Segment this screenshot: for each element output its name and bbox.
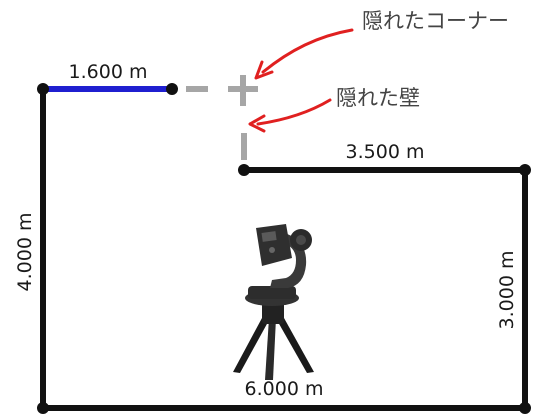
tripod-leg-right [278,318,314,373]
arrow-hidden-corner-head [254,60,274,80]
arrow-hidden-wall-head [248,114,266,133]
laser-device-screen [261,231,277,242]
label-bottom-wall: 6.000 m [245,378,324,400]
walls [40,86,528,411]
corner-point [519,402,531,414]
corner-point [519,164,531,176]
corner-points [37,83,531,414]
label-inner-top-wall: 3.500 m [346,141,425,163]
label-top-left-wall: 1.600 m [69,61,148,83]
tripod-column [262,300,284,324]
arrow-hidden-corner [261,28,354,74]
laser-device-button [269,247,275,253]
laser-device-body [256,224,292,266]
hidden-segments [186,75,258,160]
tripod-leg-left [233,318,268,373]
corner-point [37,402,49,414]
laser-measure-on-tripod-icon [233,224,314,380]
callout-hidden-corner: 隠れたコーナー [362,9,509,33]
label-right-wall: 3.000 m [496,251,518,330]
tripod-leg-middle [265,318,276,380]
label-left-wall: 4.000 m [14,213,36,292]
corner-point [37,83,49,95]
arrow-hidden-wall [256,98,332,126]
corner-point [238,164,250,176]
tripod-head-plate [248,286,296,299]
callout-arrows [248,28,354,133]
callout-hidden-wall: 隠れた壁 [336,86,420,110]
gimbal-knob-inner [296,235,306,245]
corner-point [166,83,178,95]
